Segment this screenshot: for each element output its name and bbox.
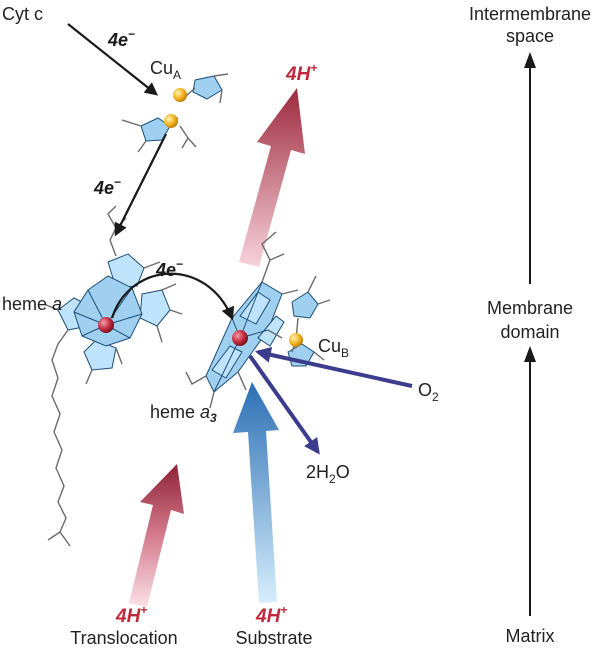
proton-label-top: 4H+ [285,61,317,85]
axis-top-line1: Intermembrane [469,4,591,24]
substrate-caption: Substrate [235,628,312,648]
cu-a-atom-1 [173,88,187,102]
heme-a3-label: heme a3 [150,402,217,425]
o2-label: O2 [418,380,439,404]
electron-label-1: 4e− [107,27,135,50]
axis-middle-line1: Membrane [487,298,573,318]
axis-upper-arrowhead [524,52,536,68]
cu-b-ring-1 [291,291,319,319]
axis-middle-line2: domain [500,322,559,342]
proton-arrow-substrate [233,382,279,603]
axis-lower-arrowhead [524,346,536,362]
axis-bottom-label: Matrix [506,626,555,646]
translocation-caption: Translocation [70,628,177,648]
electron-label-2: 4e− [93,175,121,198]
heme-a-iron [98,317,114,333]
cu-b-label: CuB [318,336,349,360]
proton-label-translocation: 4H+ [115,603,147,627]
heme-a-pyrrole-right [139,289,171,327]
heme-a3-iron [232,330,248,346]
heme-a3-molecule [185,231,299,409]
electron-arrow-cua-to-heme-a [114,133,167,237]
proton-arrow-translocation [129,464,184,607]
membrane-axis: Intermembrane space Membrane domain Matr… [469,4,591,646]
heme-a-pyrrole-bottom [83,339,117,371]
cu-b-atom [289,333,303,347]
electron-arrow-heme-a-to-a3 [110,272,234,321]
cu-a-center [121,73,229,153]
cu-a-ring-1 [192,75,223,100]
cyt-c-label: Cyt c [2,4,43,24]
proton-arrow-top [239,88,305,267]
heme-a3-pyrrole-1 [239,291,271,325]
oxygen-arrow [254,346,413,388]
cu-a-atom-2 [164,114,178,128]
cu-a-label: CuA [150,58,181,82]
electron-label-3: 4e− [155,257,183,280]
water-arrow [248,354,320,455]
cu-b-center [287,275,331,367]
proton-label-substrate: 4H+ [255,603,287,627]
electron-arrow-cytc-to-cua [67,23,159,96]
axis-top-line2: space [506,26,554,46]
heme-a3-pyrrole-2 [211,345,243,379]
water-label: 2H2O [306,462,350,486]
heme-a-label: heme a [2,294,62,314]
cu-a-ring-2 [140,117,171,142]
